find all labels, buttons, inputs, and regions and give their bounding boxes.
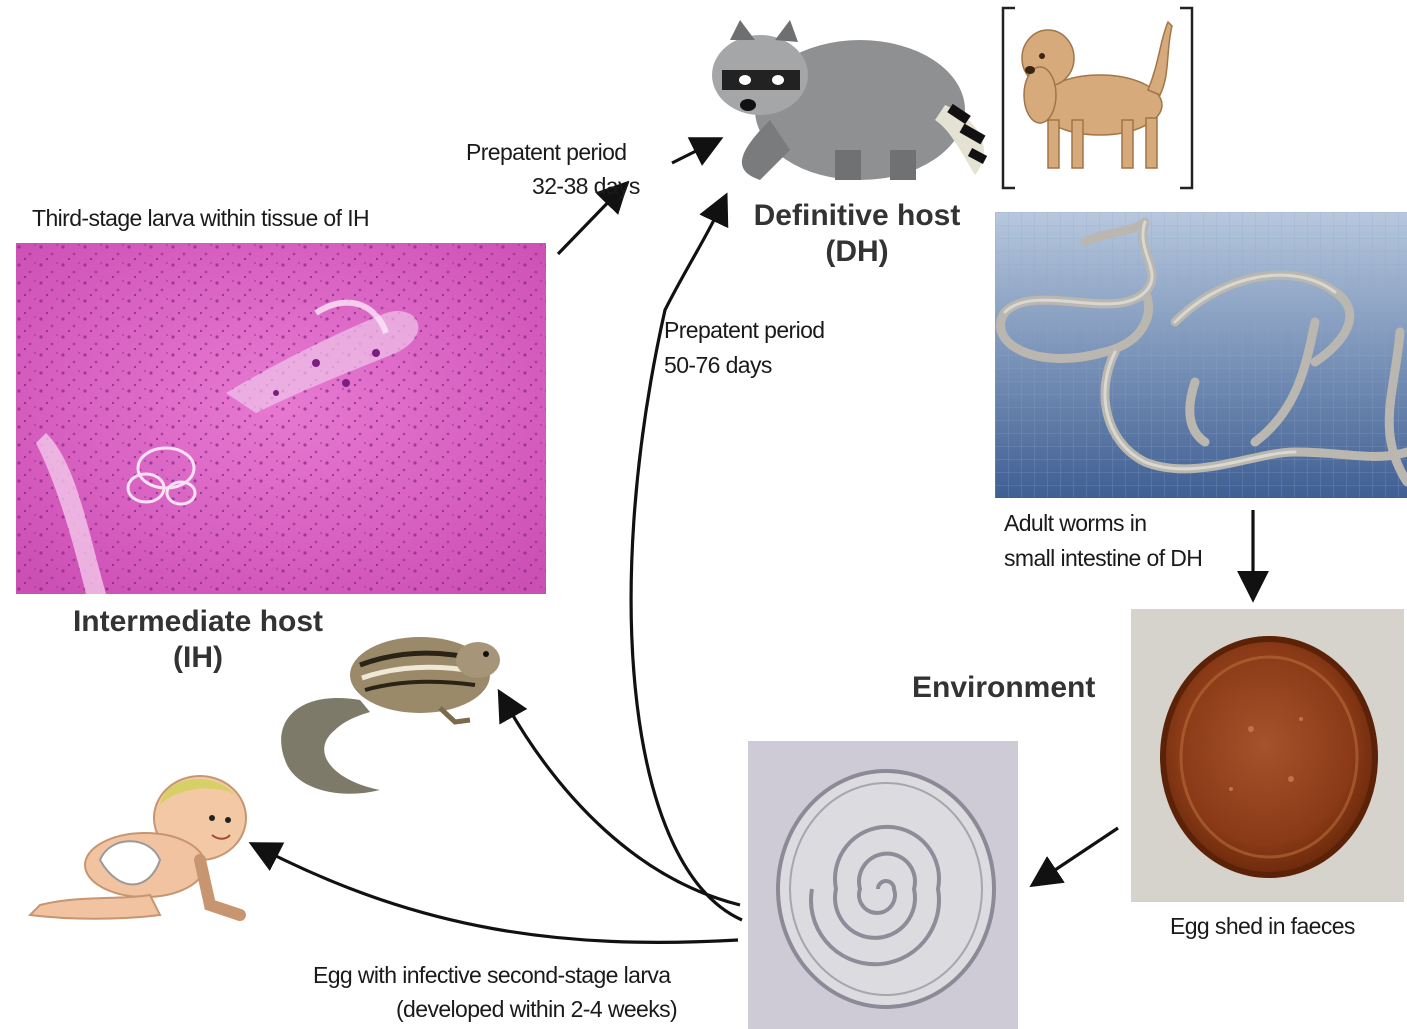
- egg-shed-label: Egg shed in faeces: [1170, 913, 1355, 941]
- arrow-egg-to-dh: [631, 204, 742, 920]
- prepatent-1-line1: Prepatent period: [466, 139, 626, 167]
- intermediate-host-label: Intermediate host (IH): [63, 604, 333, 676]
- environment-label: Environment: [912, 670, 1095, 706]
- adult-worms-line1: Adult worms in: [1004, 510, 1146, 538]
- definitive-host-line2: (DH): [742, 234, 972, 270]
- prepatent-2-line2: 50-76 days: [664, 352, 772, 380]
- intermediate-host-line1: Intermediate host: [63, 604, 333, 640]
- intermediate-host-line2: (IH): [63, 640, 333, 676]
- arrow-egg-to-environment: [1040, 828, 1118, 880]
- adult-worms-line2: small intestine of DH: [1004, 545, 1202, 573]
- prepatent-2-line1: Prepatent period: [664, 317, 824, 345]
- arrow-egg-to-baby: [260, 848, 738, 942]
- arrow-ih-to-dh-1: [672, 143, 712, 163]
- arrow-egg-to-chipmunk: [504, 700, 740, 905]
- third-stage-label: Third-stage larva within tissue of IH: [32, 205, 369, 233]
- egg-infective-line2: (developed within 2-4 weeks): [396, 996, 677, 1024]
- definitive-host-line1: Definitive host: [742, 198, 972, 234]
- prepatent-1-line2: 32-38 days: [532, 173, 640, 201]
- definitive-host-label: Definitive host (DH): [742, 198, 972, 270]
- egg-infective-line1: Egg with infective second-stage larva: [313, 962, 671, 990]
